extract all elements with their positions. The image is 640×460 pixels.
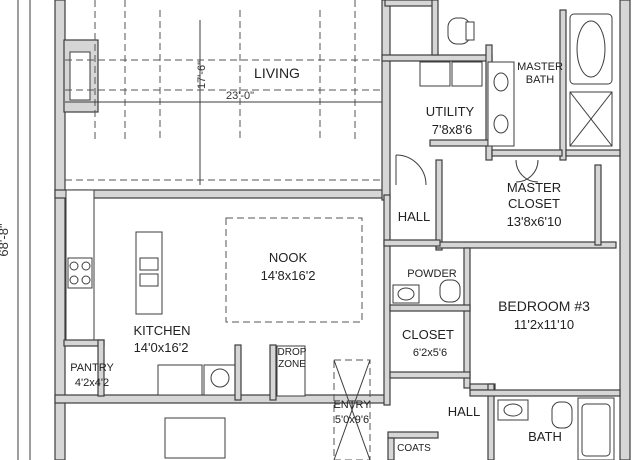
master-shower bbox=[569, 91, 613, 147]
exterior-walls bbox=[54, 0, 631, 460]
utility-label: UTILITY bbox=[426, 104, 475, 119]
closet-label: CLOSET bbox=[402, 327, 454, 342]
master-closet-label-2: CLOSET bbox=[508, 196, 560, 211]
hall-lower-label: HALL bbox=[448, 404, 481, 419]
kitchen-size: 14'0x16'2 bbox=[134, 340, 189, 355]
bath-fixtures-lower bbox=[469, 389, 621, 460]
master-tub bbox=[569, 13, 613, 85]
drop-zone-label-1: DROP bbox=[278, 347, 307, 358]
nook-label: NOOK bbox=[269, 250, 308, 265]
powder-fixtures bbox=[392, 279, 461, 304]
powder-label: POWDER bbox=[407, 268, 457, 280]
entry-label: ENTRY bbox=[333, 399, 371, 411]
nook-size: 14'8x16'2 bbox=[261, 268, 316, 283]
overall-depth-label: 68'-8" bbox=[0, 223, 11, 257]
master-bath-label-1: MASTER bbox=[517, 61, 563, 73]
hall-upper-label: HALL bbox=[398, 209, 431, 224]
master-closet-label-1: MASTER bbox=[507, 180, 561, 195]
utility-size: 7'8x8'6 bbox=[432, 122, 472, 137]
closet-size: 6'2x5'6 bbox=[413, 347, 447, 359]
master-bath-label-2: BATH bbox=[526, 74, 555, 86]
living-width-label: 23'-0" bbox=[226, 90, 254, 102]
kitchen-label: KITCHEN bbox=[133, 323, 190, 338]
kitchen-counters bbox=[65, 189, 237, 396]
living-label: LIVING bbox=[254, 65, 300, 81]
master-closet-size: 13'8x6'10 bbox=[507, 214, 562, 229]
entry-size: 5'0x9'6 bbox=[335, 414, 369, 426]
pantry-walls bbox=[63, 339, 105, 397]
drop-entry-walls bbox=[234, 344, 439, 460]
pantry-label: PANTRY bbox=[70, 362, 114, 374]
nook-table-outline bbox=[225, 217, 363, 323]
drop-zone-label-2: ZONE bbox=[278, 359, 306, 370]
master-vanity bbox=[487, 61, 515, 147]
living-depth-label: 17'-6" bbox=[196, 61, 208, 89]
lower-room bbox=[164, 417, 226, 459]
fireplace bbox=[63, 39, 99, 113]
bath-label: BATH bbox=[528, 429, 562, 444]
interior-walls-middle bbox=[383, 194, 496, 460]
living-ceiling-lines bbox=[65, 0, 385, 185]
washer-dryer bbox=[419, 61, 483, 87]
pantry-size: 4'2x4'2 bbox=[75, 377, 109, 389]
toilet-upper bbox=[447, 17, 475, 45]
bedroom3-size: 11'2x11'10 bbox=[514, 317, 574, 332]
door-swings-upper bbox=[395, 154, 539, 186]
overall-dimension-line bbox=[17, 0, 31, 460]
coats-label: COATS bbox=[397, 443, 431, 454]
bedroom3-label: BEDROOM #3 bbox=[498, 298, 590, 314]
